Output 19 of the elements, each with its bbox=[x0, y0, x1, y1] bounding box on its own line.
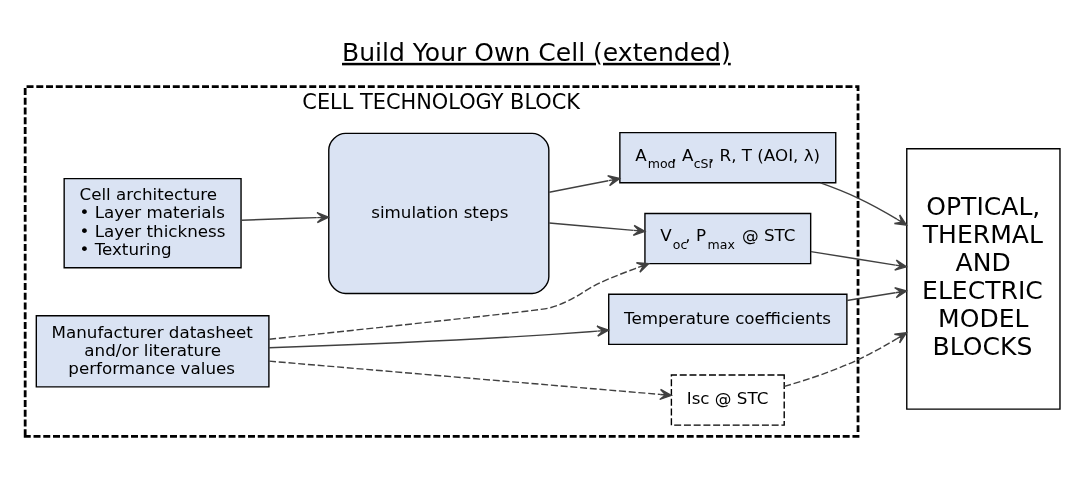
arrow bbox=[810, 250, 908, 271]
node-box: simulation steps bbox=[328, 132, 550, 295]
node-box: Cell architecture • Layer materials • Layer thickness • Texturing bbox=[63, 177, 242, 269]
diagram-title: Build Your Own Cell (extended) bbox=[342, 37, 731, 67]
arrow bbox=[240, 211, 330, 224]
node-box: A$_{mod}$, A$_{cSi}$, R, T (AOI, λ) bbox=[619, 131, 837, 184]
node-box: Isc @ STC bbox=[670, 374, 785, 426]
arrow bbox=[819, 182, 908, 226]
arrow bbox=[846, 287, 908, 302]
arrow bbox=[548, 175, 621, 193]
node-box: V$_{oc}$, P$_{max}$ @ STC bbox=[644, 212, 812, 265]
arrow bbox=[268, 325, 610, 349]
arrow bbox=[783, 332, 908, 388]
arrow bbox=[268, 262, 650, 340]
node-box: Manufacturer datasheet and/or literature performance values bbox=[35, 315, 270, 388]
arrow bbox=[268, 360, 672, 401]
node-box: OPTICAL, THERMAL AND ELECTRIC MODEL BLOCKS bbox=[906, 148, 1061, 410]
node-box: Temperature coefficients bbox=[608, 293, 848, 346]
arrow bbox=[548, 222, 646, 237]
